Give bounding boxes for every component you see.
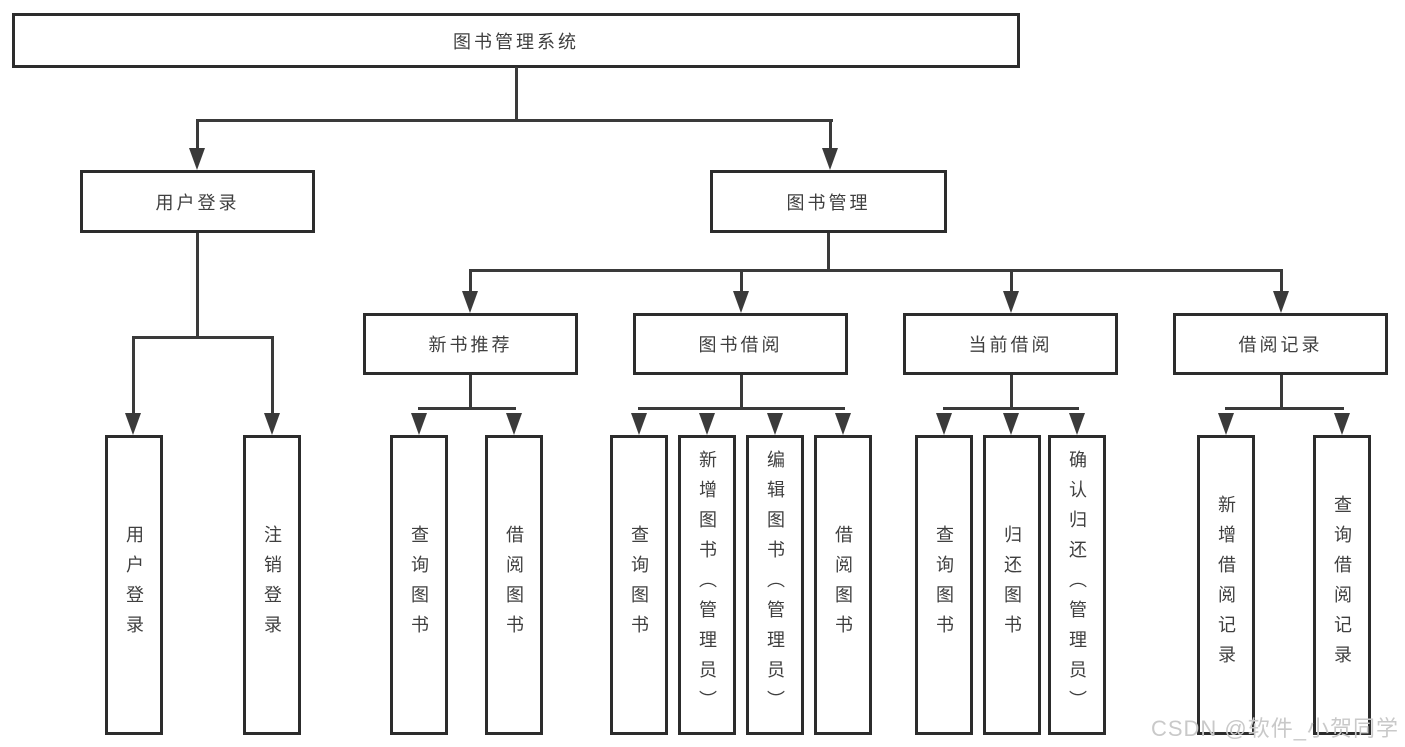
connector xyxy=(418,407,516,410)
node-user-login: 用户登录 xyxy=(80,170,315,233)
leaf-current-confirm-return: 确认归还（管理员） xyxy=(1048,435,1106,735)
arrow-down-icon xyxy=(699,413,715,435)
connector xyxy=(132,336,135,416)
arrow-down-icon xyxy=(411,413,427,435)
connector xyxy=(196,119,833,122)
connector xyxy=(196,119,199,152)
connector xyxy=(827,233,830,272)
connector xyxy=(1280,269,1283,295)
arrow-down-icon xyxy=(1003,291,1019,313)
connector xyxy=(132,336,274,339)
connector xyxy=(740,375,743,408)
arrow-down-icon xyxy=(822,148,838,170)
leaf-logout: 注销登录 xyxy=(243,435,301,735)
node-current-borrow: 当前借阅 xyxy=(903,313,1118,375)
leaf-current-return-book: 归还图书 xyxy=(983,435,1041,735)
arrow-down-icon xyxy=(936,413,952,435)
arrow-down-icon xyxy=(1218,413,1234,435)
arrow-down-icon xyxy=(1334,413,1350,435)
leaf-borrow-query-book: 查询图书 xyxy=(610,435,668,735)
arrow-down-icon xyxy=(506,413,522,435)
connector xyxy=(638,407,845,410)
arrow-down-icon xyxy=(733,291,749,313)
leaf-borrow-edit-book: 编辑图书（管理员） xyxy=(746,435,804,735)
connector xyxy=(469,269,472,295)
node-book-borrow: 图书借阅 xyxy=(633,313,848,375)
arrow-down-icon xyxy=(264,413,280,435)
arrow-down-icon xyxy=(1003,413,1019,435)
arrow-down-icon xyxy=(835,413,851,435)
connector xyxy=(196,233,199,339)
csdn-watermark: CSDN @软件_小贺同学 xyxy=(1150,716,1399,741)
leaf-user-login: 用户登录 xyxy=(105,435,163,735)
leaf-current-query-book: 查询图书 xyxy=(915,435,973,735)
leaf-borrow-borrow-book: 借阅图书 xyxy=(814,435,872,735)
leaf-recommend-query-book: 查询图书 xyxy=(390,435,448,735)
connector xyxy=(1225,407,1344,410)
arrow-down-icon xyxy=(1273,291,1289,313)
leaf-record-add: 新增借阅记录 xyxy=(1197,435,1255,735)
connector xyxy=(271,336,274,416)
arrow-down-icon xyxy=(631,413,647,435)
connector xyxy=(515,67,518,120)
arrow-down-icon xyxy=(1069,413,1085,435)
leaf-borrow-add-book: 新增图书（管理员） xyxy=(678,435,736,735)
connector xyxy=(943,407,1079,410)
connector xyxy=(1010,375,1013,408)
connector xyxy=(1010,269,1013,295)
leaf-record-query: 查询借阅记录 xyxy=(1313,435,1371,735)
leaf-recommend-borrow-book: 借阅图书 xyxy=(485,435,543,735)
node-new-book-recommend: 新书推荐 xyxy=(363,313,578,375)
connector xyxy=(829,119,832,152)
connector xyxy=(469,269,1283,272)
connector xyxy=(740,269,743,295)
connector xyxy=(469,375,472,408)
node-root: 图书管理系统 xyxy=(12,13,1020,68)
arrow-down-icon xyxy=(189,148,205,170)
node-borrow-record: 借阅记录 xyxy=(1173,313,1388,375)
arrow-down-icon xyxy=(125,413,141,435)
arrow-down-icon xyxy=(462,291,478,313)
connector xyxy=(1280,375,1283,408)
node-book-management: 图书管理 xyxy=(710,170,947,233)
arrow-down-icon xyxy=(767,413,783,435)
